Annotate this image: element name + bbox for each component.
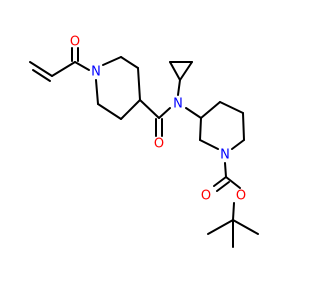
bond-boc-carbonyl-double-a: [213, 176, 227, 187]
bond-n-to-cyclopropyl: [177, 79, 181, 96]
bond-boc-carbonyl-double-b: [216, 181, 230, 192]
bond-ring2-c2-c3: [199, 117, 202, 141]
bond-cyclopropyl-a: [169, 61, 181, 81]
bond-ring1-c2-c3: [120, 56, 139, 69]
molecule-structure: O N N O N O O: [29, 35, 259, 248]
bond-n-to-ring2: [185, 107, 202, 119]
bond-ester-o-to-tbutyl: [232, 202, 235, 221]
bond-vinyl-to-carbonyl: [51, 61, 76, 77]
atom-o-carbamate-carbonyl: O: [201, 189, 211, 204]
bond-ring1-c3-c4: [137, 67, 141, 101]
bond-cyclopropyl-c: [179, 61, 193, 81]
atom-o-amide: O: [154, 137, 164, 152]
atom-n-piperidine-1: N: [91, 65, 101, 80]
bond-ring1-c4-c5: [120, 99, 141, 120]
bond-ring2-c6-n: [231, 139, 245, 150]
bond-boc-carbon-to-ester-o: [225, 176, 241, 189]
bond-tbutyl-methyl-right: [232, 219, 259, 235]
bond-ring2-n-c2: [199, 139, 219, 150]
atom-n-piperidine-2: N: [220, 148, 230, 163]
bond-ring1-c5-c6: [97, 103, 122, 120]
bond-ring1-to-amide-carbon: [139, 99, 160, 119]
bond-ring1-n-c2: [102, 56, 122, 66]
bond-acryl-to-n1: [74, 61, 90, 71]
bond-ring2-c4-c5: [219, 101, 244, 114]
bond-vinyl-double-b: [32, 69, 51, 82]
bond-ring2-c3-c4: [200, 101, 221, 119]
bond-vinyl-double-a: [29, 61, 53, 77]
bond-tbutyl-methyl-left: [207, 219, 234, 235]
molecule-canvas: O N N O N O O: [29, 35, 259, 248]
atom-o-carbamate-ester: O: [236, 189, 246, 204]
bond-ring1-c6-n: [95, 79, 99, 105]
bond-ring2-c5-c6: [242, 112, 245, 141]
bond-n2-to-boc-carbon: [224, 162, 227, 178]
bond-amide-carbon-to-n: [158, 107, 171, 119]
atom-n-amide: N: [173, 97, 183, 112]
atom-o-acryloyl: O: [70, 35, 80, 50]
